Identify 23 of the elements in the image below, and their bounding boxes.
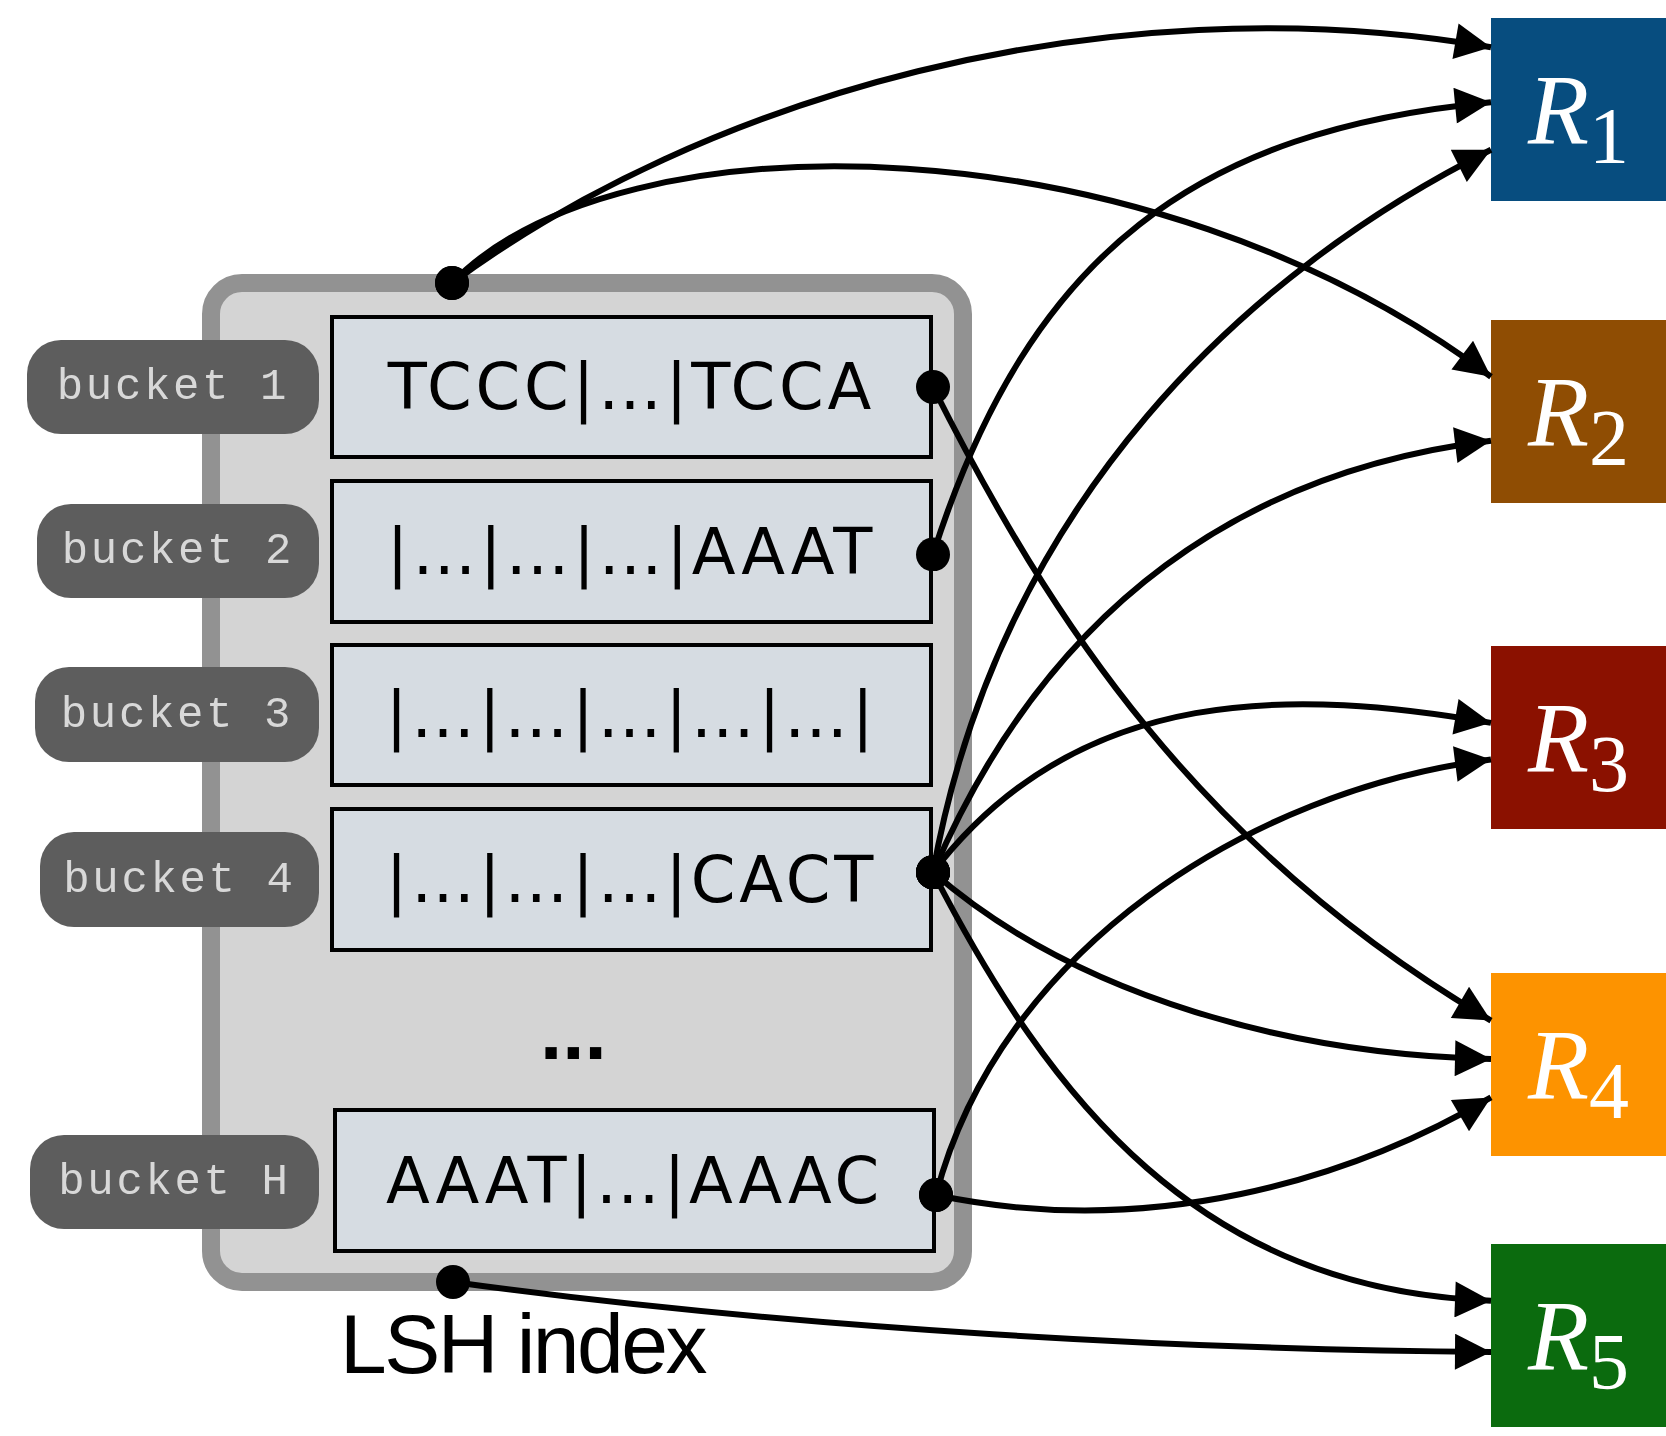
- result-box: R$_{3}$: [1491, 646, 1666, 829]
- bucket-label: bucket 1: [27, 340, 319, 434]
- result-box: R$_{5}$: [1491, 1244, 1666, 1427]
- result-box: R$_{2}$: [1491, 320, 1666, 503]
- bucket-row: TCCC|…|TCCA: [330, 315, 933, 459]
- bucket-label: bucket 3: [35, 667, 319, 762]
- bucket-row: |…|…|…|CACT: [330, 807, 933, 952]
- result-box: R$_{4}$: [1491, 973, 1666, 1156]
- arrow: [916, 370, 1493, 1024]
- bucket-row: |…|…|…|AAAT: [330, 479, 933, 624]
- arrow: [916, 855, 1492, 1316]
- arrow: [436, 1265, 1492, 1370]
- arrow: [919, 1094, 1493, 1214]
- bucket-row: |…|…|…|…|…|: [330, 643, 933, 787]
- arrow: [916, 88, 1492, 572]
- panel-title: LSH index: [340, 1302, 705, 1386]
- arrow: [435, 163, 1493, 380]
- bucket-label: bucket H: [30, 1135, 319, 1229]
- bucket-row: AAAT|…|AAAC: [333, 1108, 936, 1253]
- bucket-label: bucket 2: [37, 504, 319, 598]
- bucket-label: bucket 4: [40, 832, 319, 927]
- result-box: R$_{1}$: [1491, 18, 1666, 201]
- ellipsis-text: ...: [540, 992, 607, 1072]
